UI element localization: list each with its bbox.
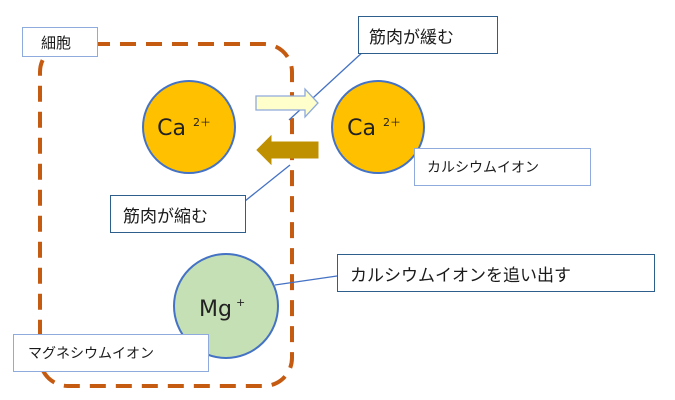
calcium-ion-label-box: カルシウムイオン [414,148,591,186]
arrow-out-right [255,87,319,119]
relax-label-box: 筋肉が緩む [358,16,498,54]
push-out-label-box: カルシウムイオンを追い出す [337,254,655,292]
push-out-label-text: カルシウムイオンを追い出す [350,265,571,286]
calcium-outside-charge: 2＋ [383,116,401,129]
calcium-ion-inside [142,80,236,174]
arrow-in-left [256,134,319,166]
magnesium-ion-label-text: マグネシウムイオン [28,346,154,362]
magnesium-symbol: Mg [199,297,232,322]
svg-text:Ca: Ca [347,116,376,141]
contract-connector-line [239,164,291,206]
calcium-outside-symbol: Ca [347,116,376,141]
magnesium-ion-label-box: マグネシウムイオン [13,334,209,372]
calcium-inside-charge: 2＋ [193,116,211,129]
calcium-ion-label-text: カルシウムイオン [427,160,539,176]
relax-label-text: 筋肉が緩む [369,27,454,48]
calcium-ion-outside [331,80,425,174]
magnesium-ion [173,253,279,359]
contract-label-text: 筋肉が縮む [123,206,208,227]
svg-text:Ca: Ca [157,116,186,141]
cell-label: 細胞 [22,27,98,57]
magnesium-charge: + [236,296,245,309]
pushout-connector-line [274,275,338,286]
contract-label-box: 筋肉が縮む [110,195,246,233]
calcium-inside-symbol: Ca [157,116,186,141]
cell-label-text: 細胞 [41,33,72,52]
